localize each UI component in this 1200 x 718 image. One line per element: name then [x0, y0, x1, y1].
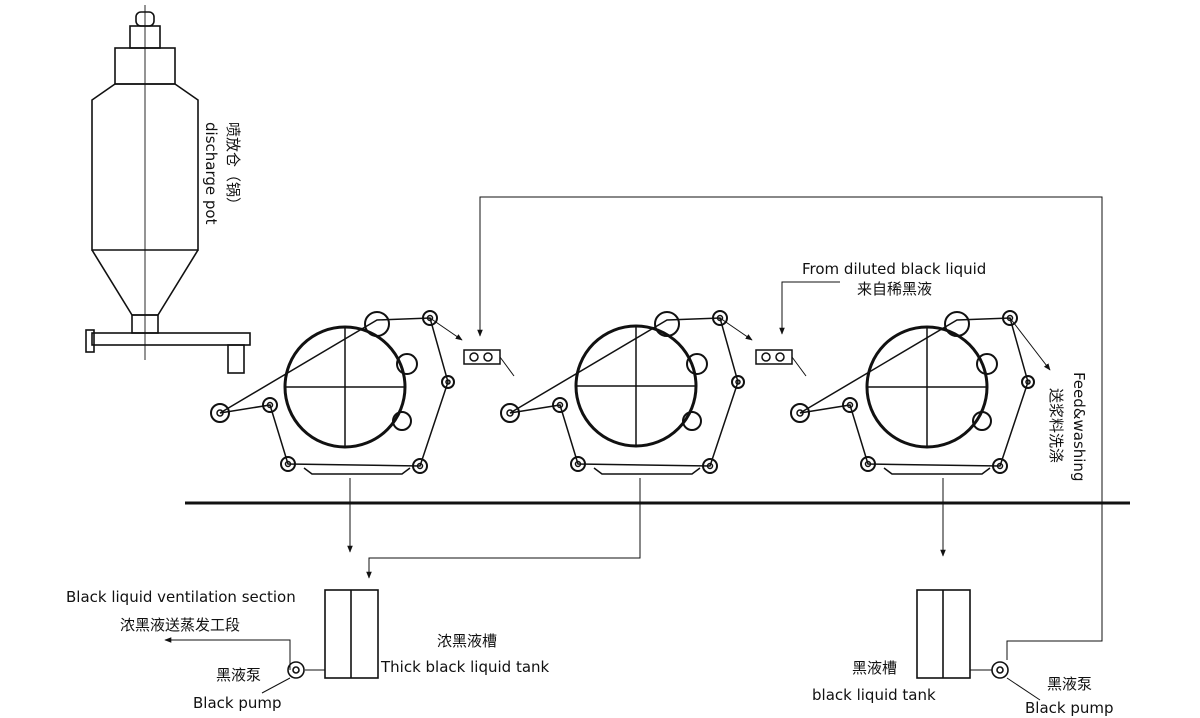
tank-right-label-en: black liquid tank: [812, 686, 936, 704]
ventilation-label-cn: 浓黑液送蒸发工段: [120, 616, 240, 634]
piping: [164, 196, 1103, 701]
washer-unit-3: [790, 310, 1051, 475]
black-liquid-tank: [916, 589, 971, 679]
shower-nozzle-1: [463, 349, 515, 377]
discharge-pot-label-cn: 喷放仓（锅）: [224, 122, 242, 212]
pump-left-label-cn: 黑液泵: [216, 666, 261, 684]
pump-icon: [287, 661, 305, 679]
guide-roll-icon: [210, 310, 455, 474]
press-roll-3: [944, 311, 970, 337]
feed-label-en: Feed&washing: [1070, 372, 1088, 481]
thick-tank-label-en: Thick black liquid tank: [380, 658, 550, 676]
tank-right-label-cn: 黑液槽: [852, 659, 897, 677]
discharge-pot-label-en: discharge pot: [202, 122, 220, 225]
guide-roll-icon: [790, 310, 1035, 474]
ventilation-label-en: Black liquid ventilation section: [66, 588, 296, 606]
feed-label-cn: 送浆料洗涤: [1047, 388, 1065, 463]
discharge-pot: [85, 5, 251, 374]
shower-nozzle-2: [755, 349, 807, 377]
pump-left-label-en: Black pump: [193, 694, 282, 712]
washer-unit-1: [210, 310, 515, 475]
guide-roll-icon: [500, 310, 745, 474]
washer-unit-2: [500, 310, 807, 475]
pump-right-label-en: Black pump: [1025, 699, 1114, 717]
pump-icon: [991, 661, 1009, 679]
diluted-label-cn: 来自稀黑液: [857, 280, 932, 298]
diluted-label-en: From diluted black liquid: [802, 260, 986, 278]
thick-black-liquid-tank: [324, 589, 379, 679]
thick-tank-label-cn: 浓黑液槽: [437, 632, 497, 650]
pump-right-label-cn: 黑液泵: [1047, 675, 1092, 693]
press-roll-1: [364, 311, 390, 337]
press-roll-2: [654, 311, 680, 337]
